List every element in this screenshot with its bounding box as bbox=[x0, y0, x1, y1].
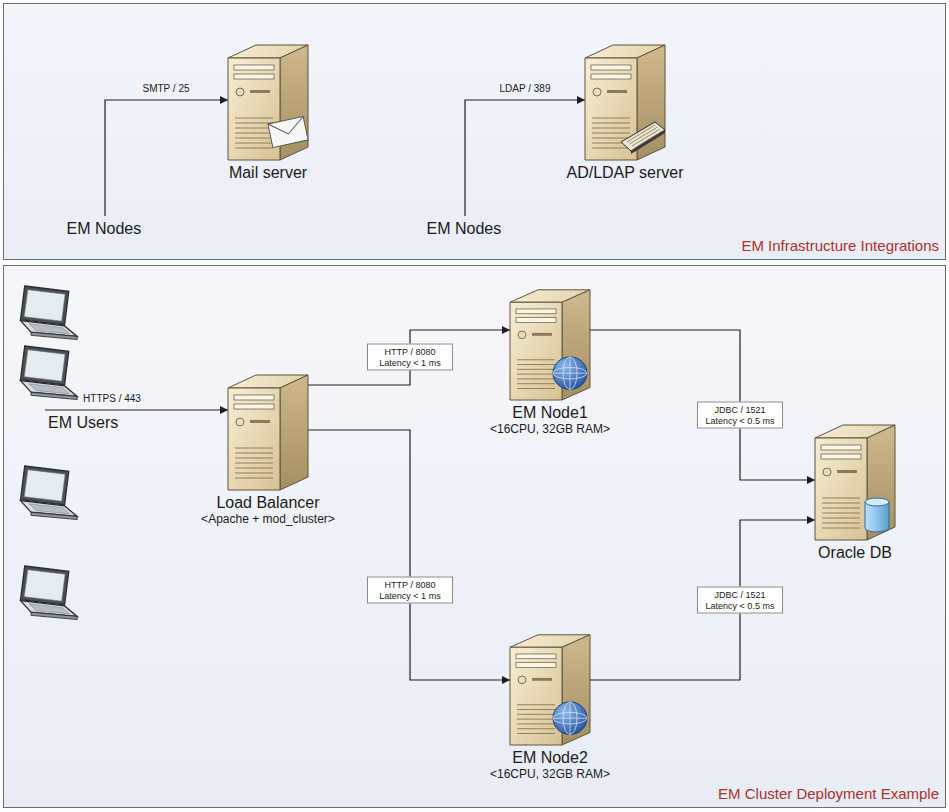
connector bbox=[308, 330, 510, 385]
server-illustration bbox=[510, 630, 590, 745]
edge-label: JDBC / 1521 Latency < 0.5 ms bbox=[697, 587, 783, 614]
node-label: AD/LDAP server bbox=[566, 163, 683, 182]
edge-label: SMTP / 25 bbox=[142, 83, 189, 95]
panel-ground bbox=[3, 3, 946, 260]
node-label: Load Balancer bbox=[201, 493, 335, 512]
node-label: EM Node2 bbox=[490, 748, 610, 767]
node-label: Mail server bbox=[229, 163, 307, 182]
connector bbox=[105, 100, 228, 216]
ldap-server: AD/LDAP server bbox=[585, 40, 665, 160]
mail-server: Mail server bbox=[228, 40, 308, 160]
server-illustration bbox=[815, 420, 895, 540]
connector bbox=[590, 520, 815, 680]
node-label: EM Users bbox=[48, 413, 121, 432]
caption: Oracle DB bbox=[818, 543, 892, 562]
load-balancer: Load Balancer<Apache + mod_cluster> bbox=[228, 370, 308, 490]
server-illustration bbox=[510, 285, 590, 400]
connector bbox=[465, 100, 585, 216]
caption: Load Balancer<Apache + mod_cluster> bbox=[201, 493, 335, 527]
caption: AD/LDAP server bbox=[566, 163, 683, 182]
panel-band: EM UsersLoad Balancer<Apache + mod_clust… bbox=[3, 265, 946, 808]
caption: EM Node1<16CPU, 32GB RAM> bbox=[490, 403, 610, 437]
edge-label: HTTPS / 443 bbox=[83, 393, 141, 405]
panel-title: EM Cluster Deployment Example bbox=[718, 785, 939, 802]
edge-label: HTTP / 8080 Latency < 1 ms bbox=[367, 344, 453, 371]
server-illustration bbox=[585, 40, 665, 160]
edge-label: HTTP / 8080 Latency < 1 ms bbox=[367, 577, 453, 604]
caption: Mail server bbox=[229, 163, 307, 182]
laptop-icon bbox=[21, 466, 78, 520]
node-label: EM Node1 bbox=[490, 403, 610, 422]
laptop-icon bbox=[21, 286, 78, 340]
node-label: EM Nodes bbox=[427, 219, 504, 238]
laptop-icon bbox=[21, 346, 78, 400]
caption: EM Node2<16CPU, 32GB RAM> bbox=[490, 748, 610, 782]
server-illustration bbox=[228, 370, 308, 490]
server-illustration bbox=[228, 40, 308, 160]
laptop-icon bbox=[21, 566, 78, 620]
users-text: EM Users bbox=[45, 410, 124, 435]
edge-label: JDBC / 1521 Latency < 0.5 ms bbox=[697, 402, 783, 429]
node-spec: <Apache + mod_cluster> bbox=[201, 512, 335, 527]
app-server: EM Node2<16CPU, 32GB RAM> bbox=[510, 630, 590, 745]
app-server: EM Node1<16CPU, 32GB RAM> bbox=[510, 285, 590, 400]
database-server: Oracle DB bbox=[815, 420, 895, 540]
edge-label: LDAP / 389 bbox=[500, 83, 551, 95]
panel-ground bbox=[3, 265, 946, 808]
node-label: EM Nodes bbox=[67, 219, 144, 238]
connector bbox=[45, 409, 228, 410]
panel-band: EM Nodes Mail server EM Nodes AD/LDAP serve… bbox=[3, 3, 946, 260]
connector bbox=[590, 330, 815, 480]
node-spec: <16CPU, 32GB RAM> bbox=[490, 767, 610, 782]
panel-title: EM Infrastructure Integrations bbox=[741, 237, 939, 254]
connector bbox=[308, 430, 510, 680]
node-spec: <16CPU, 32GB RAM> bbox=[490, 422, 610, 437]
endpoint-text: EM Nodes bbox=[64, 216, 147, 241]
node-label: Oracle DB bbox=[818, 543, 892, 562]
endpoint-text: EM Nodes bbox=[424, 216, 507, 241]
